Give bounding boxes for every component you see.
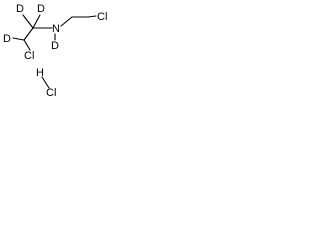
bond-cd2-cd2 [23,27,34,41]
atom-label-cl-right: Cl [97,11,107,23]
chemical-structure: D D D N D Cl Cl H Cl [3,3,107,99]
atom-label-d-top-left: D [16,3,24,15]
atom-label-hcl-cl: Cl [46,87,56,99]
atom-label-n: N [52,23,60,35]
bond-n-ch2 [60,16,73,27]
atom-label-d-right: D [51,40,59,52]
bond-ch2-cl-right [87,15,97,18]
bond-cd2-d-top-right [32,14,41,29]
bond-cd2-cl-left [23,39,31,51]
bond-h-cl [41,76,50,89]
bond-cd2-d-top-left [22,14,34,29]
atom-label-hcl-h: H [36,67,44,79]
atom-label-d-top-right: D [37,3,45,15]
atom-label-d-left: D [3,33,11,45]
bond-cd2-d-left [12,37,25,41]
atom-label-cl-left: Cl [24,50,34,62]
